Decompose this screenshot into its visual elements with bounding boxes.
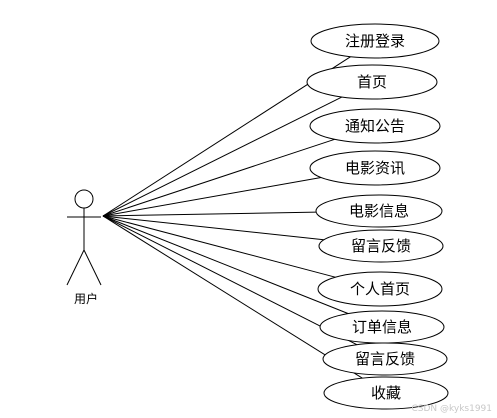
watermark: CSDN @kyks1991 (411, 404, 492, 414)
association-line (102, 138, 335, 217)
use-case: 注册登录 (310, 23, 440, 59)
association-line (102, 177, 322, 217)
use-case: 收藏 (323, 376, 449, 410)
association-line (102, 215, 336, 278)
use-case-ellipse (310, 23, 440, 59)
use-case-label: 注册登录 (345, 32, 405, 50)
use-case: 个人首页 (317, 271, 443, 307)
use-case-ellipse (318, 229, 444, 263)
use-case-label: 通知公告 (345, 117, 405, 135)
association-lines (102, 56, 363, 379)
association-line (102, 215, 349, 315)
actor-left-leg (66, 249, 85, 286)
actor-head (74, 189, 94, 209)
use-case-label: 电影资讯 (345, 159, 405, 177)
use-case-ellipse (315, 194, 443, 228)
use-case: 留言反馈 (318, 229, 444, 263)
actor-right-leg (83, 249, 102, 286)
use-case-label: 留言反馈 (355, 350, 415, 368)
actor-label: 用户 (74, 291, 98, 306)
association-line (102, 215, 324, 241)
actor-user: 用户 (66, 189, 102, 306)
use-case-ellipse (309, 108, 441, 144)
use-case-label: 电影信息 (349, 202, 409, 220)
use-case-label: 首页 (357, 73, 387, 91)
use-case-label: 收藏 (371, 384, 401, 402)
use-case: 订单信息 (319, 310, 445, 344)
use-case-label: 留言反馈 (351, 237, 411, 255)
association-line (102, 215, 358, 346)
use-case: 电影信息 (315, 194, 443, 228)
use-case-ellipse (317, 271, 443, 307)
association-line (102, 215, 363, 379)
use-case-ellipse (306, 64, 438, 100)
use-case: 留言反馈 (322, 342, 448, 376)
use-case: 首页 (306, 64, 438, 100)
use-case-label: 订单信息 (352, 318, 412, 336)
use-case: 电影资讯 (309, 150, 441, 186)
association-line (102, 211, 317, 217)
use-case: 通知公告 (309, 108, 441, 144)
use-case-ellipse (323, 376, 449, 410)
association-line (102, 96, 343, 217)
use-case-ellipse (322, 342, 448, 376)
use-case-ellipse (309, 150, 441, 186)
use-case-label: 个人首页 (350, 280, 410, 298)
